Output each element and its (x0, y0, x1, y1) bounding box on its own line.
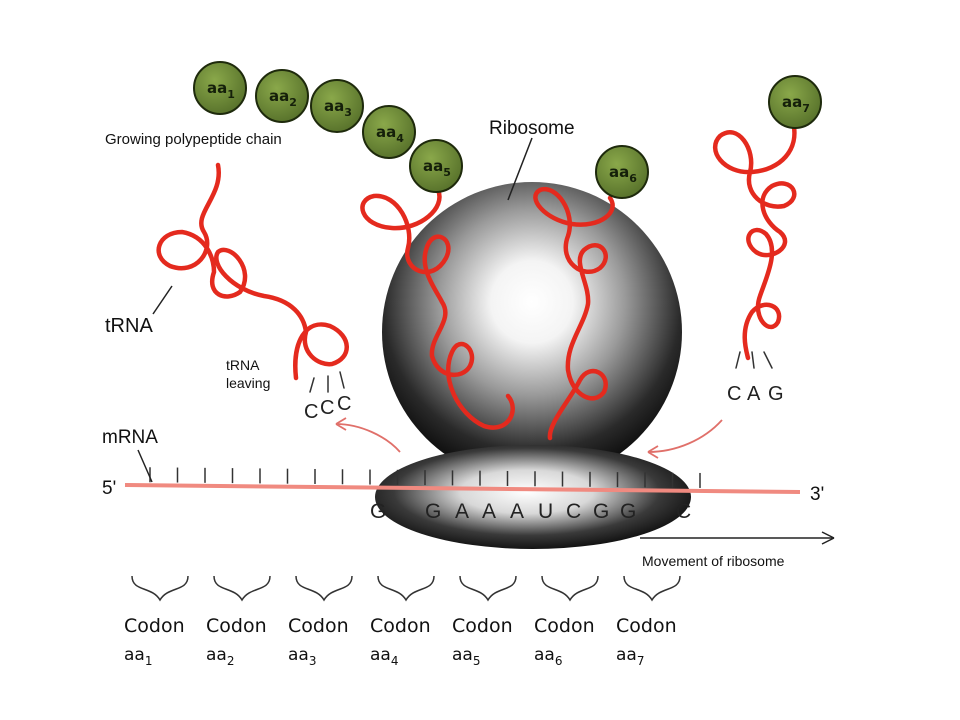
base-letter: C (566, 500, 581, 523)
codon-brace (377, 575, 435, 602)
label-trna: tRNA (105, 315, 153, 337)
amino-acid-label: aa7 (782, 93, 810, 115)
base-letter: C (304, 401, 318, 423)
base-letter: G (370, 500, 386, 523)
ribosome-large-subunit (382, 182, 682, 482)
trna-pointer (152, 285, 173, 315)
base-letter: A (510, 500, 524, 523)
codon-label-7: Codon aa7 (616, 615, 677, 668)
codon-brace (213, 575, 271, 602)
base-letter: A (747, 383, 761, 405)
base-letter: A (455, 500, 469, 523)
ribosome-pointer (507, 137, 533, 201)
label-trna-leaving-1: tRNA (226, 357, 260, 373)
trna-incoming-arrow (647, 419, 723, 459)
codon-brace (623, 575, 681, 602)
amino-acid-label: aa3 (324, 97, 352, 119)
codon-braces (131, 575, 681, 602)
codon-word: Codon (124, 615, 185, 637)
codon-label-5: Codon aa5 (452, 615, 513, 668)
amino-acid-label: aa2 (269, 87, 297, 109)
base-letter: G (620, 500, 636, 523)
codon-label-1: Codon aa1 (124, 615, 185, 668)
label-five-prime: 5' (102, 478, 116, 499)
amino-acid-circle (595, 145, 649, 199)
amino-acid-label: aa6 (609, 163, 637, 185)
base-letter: G (768, 383, 784, 405)
codon-word: Codon (534, 615, 595, 637)
amino-acid-label: aa5 (423, 157, 451, 179)
ribosome-small-subunit (375, 445, 691, 549)
label-movement: Movement of ribosome (642, 553, 785, 569)
base-letter: C (320, 397, 334, 419)
codon-amino-acid: aa7 (616, 645, 644, 668)
label-mrna: mRNA (102, 427, 158, 448)
mrna-backbone (124, 483, 801, 494)
base-letter: C (727, 383, 741, 405)
trna-incoming (712, 119, 797, 369)
amino-acid-2: aa2 (255, 69, 309, 123)
base-letter: C (676, 500, 691, 523)
codon-brace (459, 575, 517, 602)
label-trna-leaving-2: leaving (226, 375, 270, 391)
codon-brace (295, 575, 353, 602)
codon-brace (541, 575, 599, 602)
amino-acid-circle (255, 69, 309, 123)
codon-amino-acid: aa1 (124, 645, 152, 668)
amino-acid-3: aa3 (310, 79, 364, 133)
codon-word: Codon (370, 615, 431, 637)
codon-label-4: Codon aa4 (370, 615, 431, 668)
base-letter: G (593, 500, 609, 523)
amino-acid-1: aa1 (193, 61, 247, 115)
amino-acid-4: aa4 (362, 105, 416, 159)
codon-amino-acid: aa2 (206, 645, 234, 668)
base-letter: G (425, 500, 441, 523)
trna-leaving (156, 162, 349, 393)
trna-a-site (533, 186, 615, 441)
base-letter: C (337, 393, 351, 415)
codon-word: Codon (206, 615, 267, 637)
codon-word: Codon (616, 615, 677, 637)
codon-label-2: Codon aa2 (206, 615, 267, 668)
polypeptide-chain: aa1 aa2 aa3 aa4 aa5 (193, 61, 463, 193)
codon-labels: Codon aa1 Codon aa2 Codon aa3 Codon aa4 Codon aa5… (124, 615, 677, 668)
amino-acid-label: aa1 (207, 79, 235, 101)
mrna-strand (124, 467, 801, 494)
amino-acid-7: aa7 (768, 75, 822, 129)
label-three-prime: 3' (810, 484, 824, 505)
mrna-pointer (137, 449, 153, 483)
incoming-amino-acids: aa6 aa7 (595, 75, 822, 199)
amino-acid-5: aa5 (409, 139, 463, 193)
amino-acid-label: aa4 (376, 123, 404, 145)
base-letter: U (538, 500, 553, 523)
trna-p-site (360, 187, 515, 430)
amino-acid-circle (310, 79, 364, 133)
amino-acid-circle (768, 75, 822, 129)
codon-word: Codon (288, 615, 349, 637)
amino-acid-circle (362, 105, 416, 159)
codon-label-6: Codon aa6 (534, 615, 595, 668)
amino-acid-circle (409, 139, 463, 193)
label-ribosome: Ribosome (489, 118, 575, 139)
amino-acid-circle (193, 61, 247, 115)
codon-label-3: Codon aa3 (288, 615, 349, 668)
label-growing-chain: Growing polypeptide chain (105, 131, 282, 148)
codon-brace (131, 575, 189, 602)
codon-amino-acid: aa6 (534, 645, 562, 668)
codon-word: Codon (452, 615, 513, 637)
trna-leaving-arrow (335, 417, 401, 453)
ribosome-movement-arrow (640, 531, 835, 545)
codon-amino-acid: aa3 (288, 645, 316, 668)
codon-amino-acid: aa5 (452, 645, 480, 668)
base-letter: A (482, 500, 496, 523)
amino-acid-6: aa6 (595, 145, 649, 199)
codon-amino-acid: aa4 (370, 645, 398, 668)
